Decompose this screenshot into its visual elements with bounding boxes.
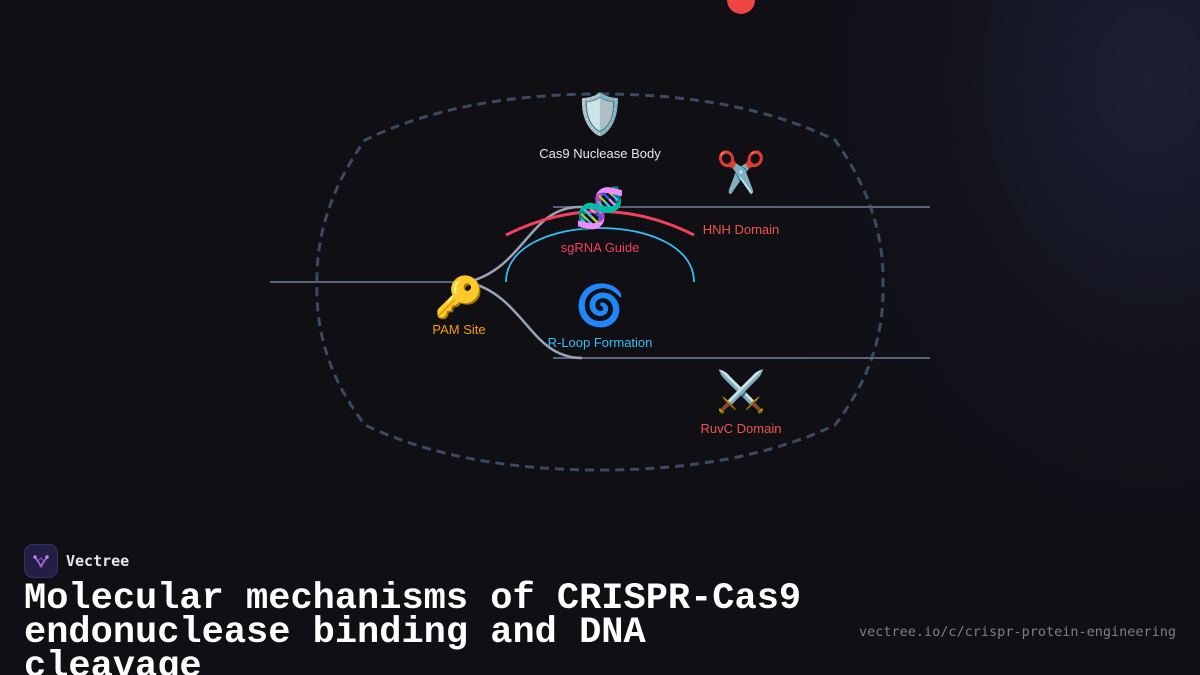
node-hnh: ✂️ HNH Domain bbox=[703, 150, 780, 238]
page-title: Molecular mechanisms of CRISPR-Cas9 endo… bbox=[24, 578, 802, 675]
shield-icon: 🛡️ bbox=[575, 92, 625, 138]
vectree-logo-icon bbox=[24, 544, 58, 578]
dna-unwind-top bbox=[467, 205, 583, 284]
rloop-label: R-Loop Formation bbox=[547, 335, 653, 350]
cas9-outline bbox=[315, 92, 885, 472]
node-cas9: 🛡️ Cas9 Nuclease Body bbox=[539, 92, 660, 162]
node-sgrna: 🧬 sgRNA Guide bbox=[561, 186, 640, 256]
hnh-label: HNH Domain bbox=[702, 222, 780, 237]
ruvc-label: RuvC Domain bbox=[700, 421, 782, 436]
cas9-label: Cas9 Nuclease Body bbox=[539, 146, 661, 161]
crossed-swords-icon: ⚔️ bbox=[716, 369, 766, 415]
accent-dot bbox=[727, 0, 755, 14]
source-url: vectree.io/c/crispr-protein-engineering bbox=[859, 624, 1176, 640]
pam-label: PAM Site bbox=[432, 322, 486, 337]
sgrna-arc bbox=[505, 210, 695, 237]
dna-icon: 🧬 bbox=[575, 186, 625, 232]
dna-unwind-bottom bbox=[467, 280, 583, 360]
key-icon: 🔑 bbox=[434, 275, 484, 321]
brand-name: Vectree bbox=[66, 552, 130, 570]
sgrna-label: sgRNA Guide bbox=[560, 240, 640, 255]
node-pam: 🔑 PAM Site bbox=[432, 275, 485, 338]
brand: Vectree bbox=[24, 544, 129, 578]
node-ruvc: ⚔️ RuvC Domain bbox=[701, 369, 782, 437]
scissors-icon: ✂️ bbox=[716, 150, 766, 196]
rloop-arc bbox=[505, 227, 695, 283]
node-rloop: 🌀 R-Loop Formation bbox=[548, 283, 653, 351]
cyclone-icon: 🌀 bbox=[575, 283, 625, 329]
